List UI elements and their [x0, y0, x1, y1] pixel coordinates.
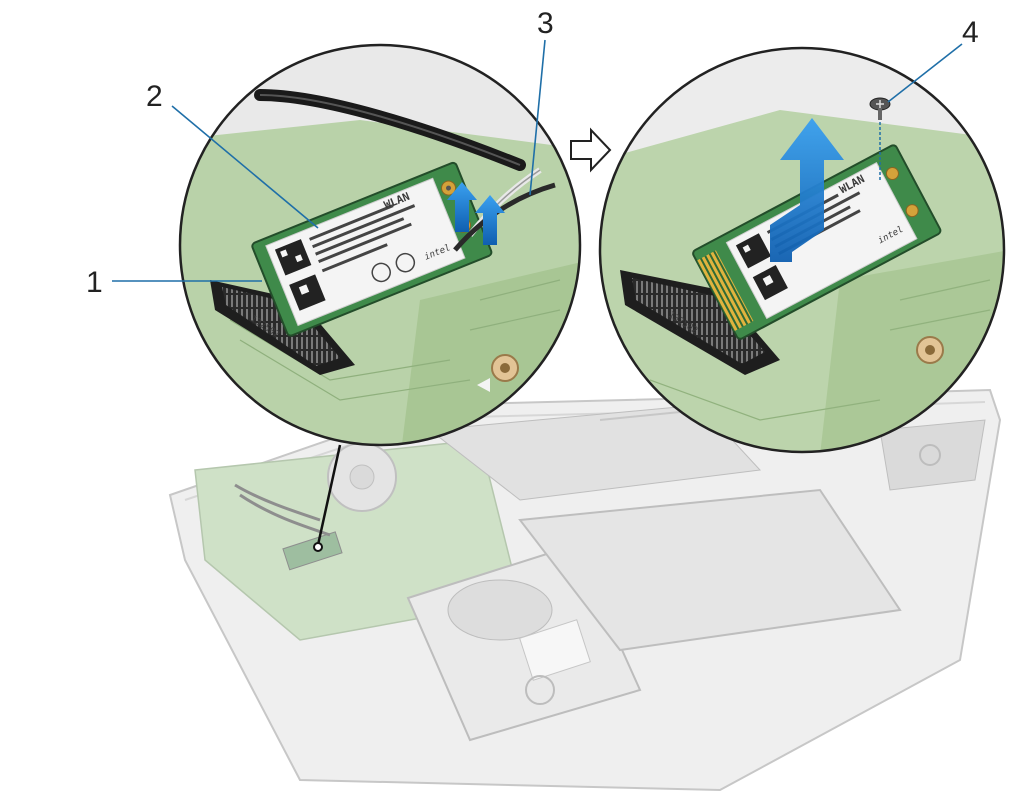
remove-card-arrow: [770, 118, 844, 262]
lift-arrows-left: [447, 182, 505, 245]
callout-number-4: 4: [962, 16, 979, 49]
wireless-card-left: WLAN intel: [251, 161, 493, 337]
callout-number-2: 2: [146, 80, 163, 113]
step-arrow-icon: [570, 127, 612, 173]
callout-2: 2: [146, 80, 319, 229]
callout-1: 1: [86, 266, 262, 299]
magnifier-pointer: [316, 444, 342, 546]
screw-icon: [869, 97, 891, 120]
callout-number-1: 1: [86, 266, 103, 299]
callout-number-3: 3: [537, 7, 554, 40]
wlan-connector-right: 132502: [620, 270, 780, 375]
callout-4: 4: [887, 16, 979, 103]
laptop-base: [168, 388, 1002, 792]
detail-circle-left: 132502: [178, 43, 582, 447]
callout-3: 3: [529, 7, 554, 196]
detail-circle-right: 132502 WLAN: [598, 46, 1006, 454]
touchpad: [518, 488, 902, 652]
